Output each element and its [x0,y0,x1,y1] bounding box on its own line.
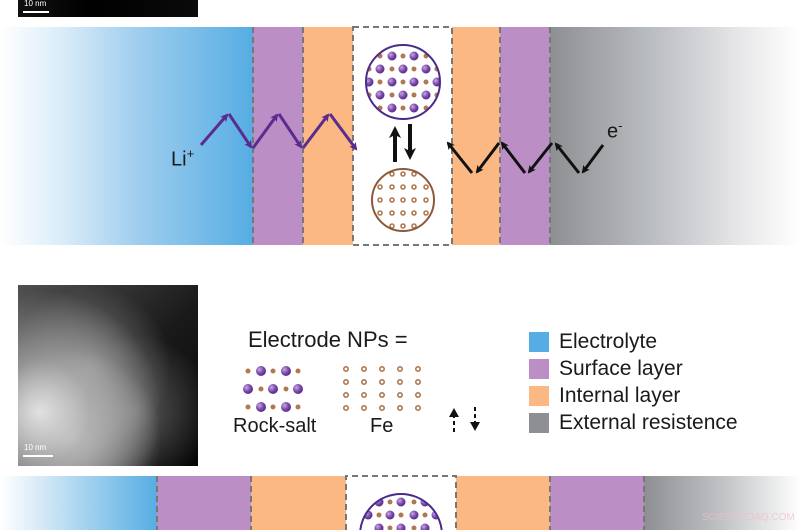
electrolyte-swatch [529,332,549,352]
tem-image-middle: 10 nm [18,285,198,466]
legend-item-surface-layer: Surface layer [529,357,683,381]
electron-label: e- [607,118,623,143]
fe-lattice-icon [342,365,421,411]
external-resistance-region-bottom [644,476,800,530]
electrode-nps-title: Electrode NPs = [248,327,408,352]
surface-layer-right-bottom [550,476,644,530]
electrolyte-region-bottom [0,476,157,530]
li-ion-path [199,113,358,151]
electron-path [446,141,605,174]
internal-layer-left-bottom [251,476,346,530]
rocksalt-particle-top [365,44,441,120]
conversion-arrows [389,124,416,162]
watermark: SCIENCEQAQ.COM [702,512,795,523]
surface-layer-left-bottom [157,476,251,530]
fe-particle-top [371,168,435,232]
scale-bar-label: 10 nm [24,0,47,8]
fe-label: Fe [370,415,394,437]
legend-item-internal-layer: Internal layer [529,384,680,408]
scale-bar [23,11,49,13]
scale-bar-label: 10 nm [24,443,47,452]
scale-bar [23,455,53,457]
dashed-arrows-icon [449,407,480,432]
li-ion-label: Li+ [171,146,195,171]
internal-layer-swatch [529,386,549,406]
internal-layer-right-bottom [456,476,550,530]
legend-item-external-resistance: External resistence [529,411,738,435]
layer-boundaries-bottom [156,475,645,530]
surface-layer-swatch [529,359,549,379]
external-resistance-region-top [550,27,800,245]
tem-image-top: 10 nm [18,0,198,17]
surface-layer-right-top [500,27,550,245]
legend-item-electrolyte: Electrolyte [529,330,657,354]
rocksalt-lattice-icon [243,366,303,412]
layer-boundaries-top [252,26,551,246]
rocksalt-particle-bottom [359,493,443,530]
external-resistance-swatch [529,413,549,433]
internal-layer-right-top [452,27,500,245]
rocksalt-label: Rock-salt [233,415,317,437]
electrolyte-region-top [0,27,253,245]
